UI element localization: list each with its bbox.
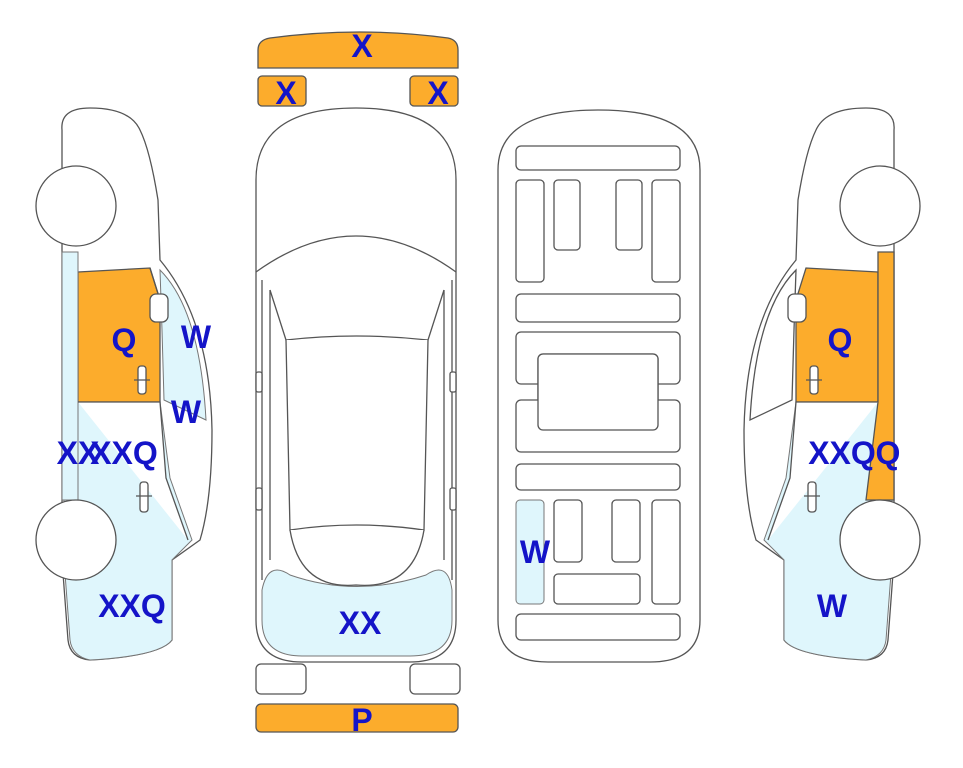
front-bumper-part[interactable] (257, 31, 459, 69)
label-front-bumper: X (351, 28, 373, 64)
trunk-lid-part (261, 569, 453, 657)
label-left-front-door: Q (112, 322, 137, 358)
top-view-car (255, 107, 457, 663)
label-floor-rear-left: W (520, 534, 551, 570)
label-front-right-lamp: X (427, 75, 449, 111)
left-window-part (159, 268, 207, 421)
label-right-rear-quarter: W (817, 588, 848, 624)
label-left-mirror-window: W (171, 394, 202, 430)
rear-bumper-part[interactable] (255, 703, 459, 733)
right-side-view (743, 107, 921, 661)
front-right-lamp-part[interactable] (409, 75, 459, 107)
label-right-front-door: Q (828, 322, 853, 358)
left-side-view (35, 107, 213, 661)
label-left-rear-door: XXQ (90, 435, 158, 471)
rear-left-lamp-part[interactable] (255, 663, 307, 695)
label-right-rear-door: XXQ (808, 435, 876, 471)
label-trunk: XX (339, 605, 382, 641)
label-left-rocker: XX (57, 435, 100, 471)
label-front-left-lamp: X (275, 75, 297, 111)
label-left-front-window: W (181, 319, 212, 355)
underbody-view (497, 109, 701, 663)
label-rear-bumper: P (351, 702, 372, 738)
rear-right-lamp-part[interactable] (409, 663, 461, 695)
label-right-pillar: Q (876, 435, 901, 471)
floor-rear-left-part (515, 499, 545, 605)
front-left-lamp-part[interactable] (257, 75, 307, 107)
label-left-rear-quarter: XXQ (98, 588, 166, 624)
